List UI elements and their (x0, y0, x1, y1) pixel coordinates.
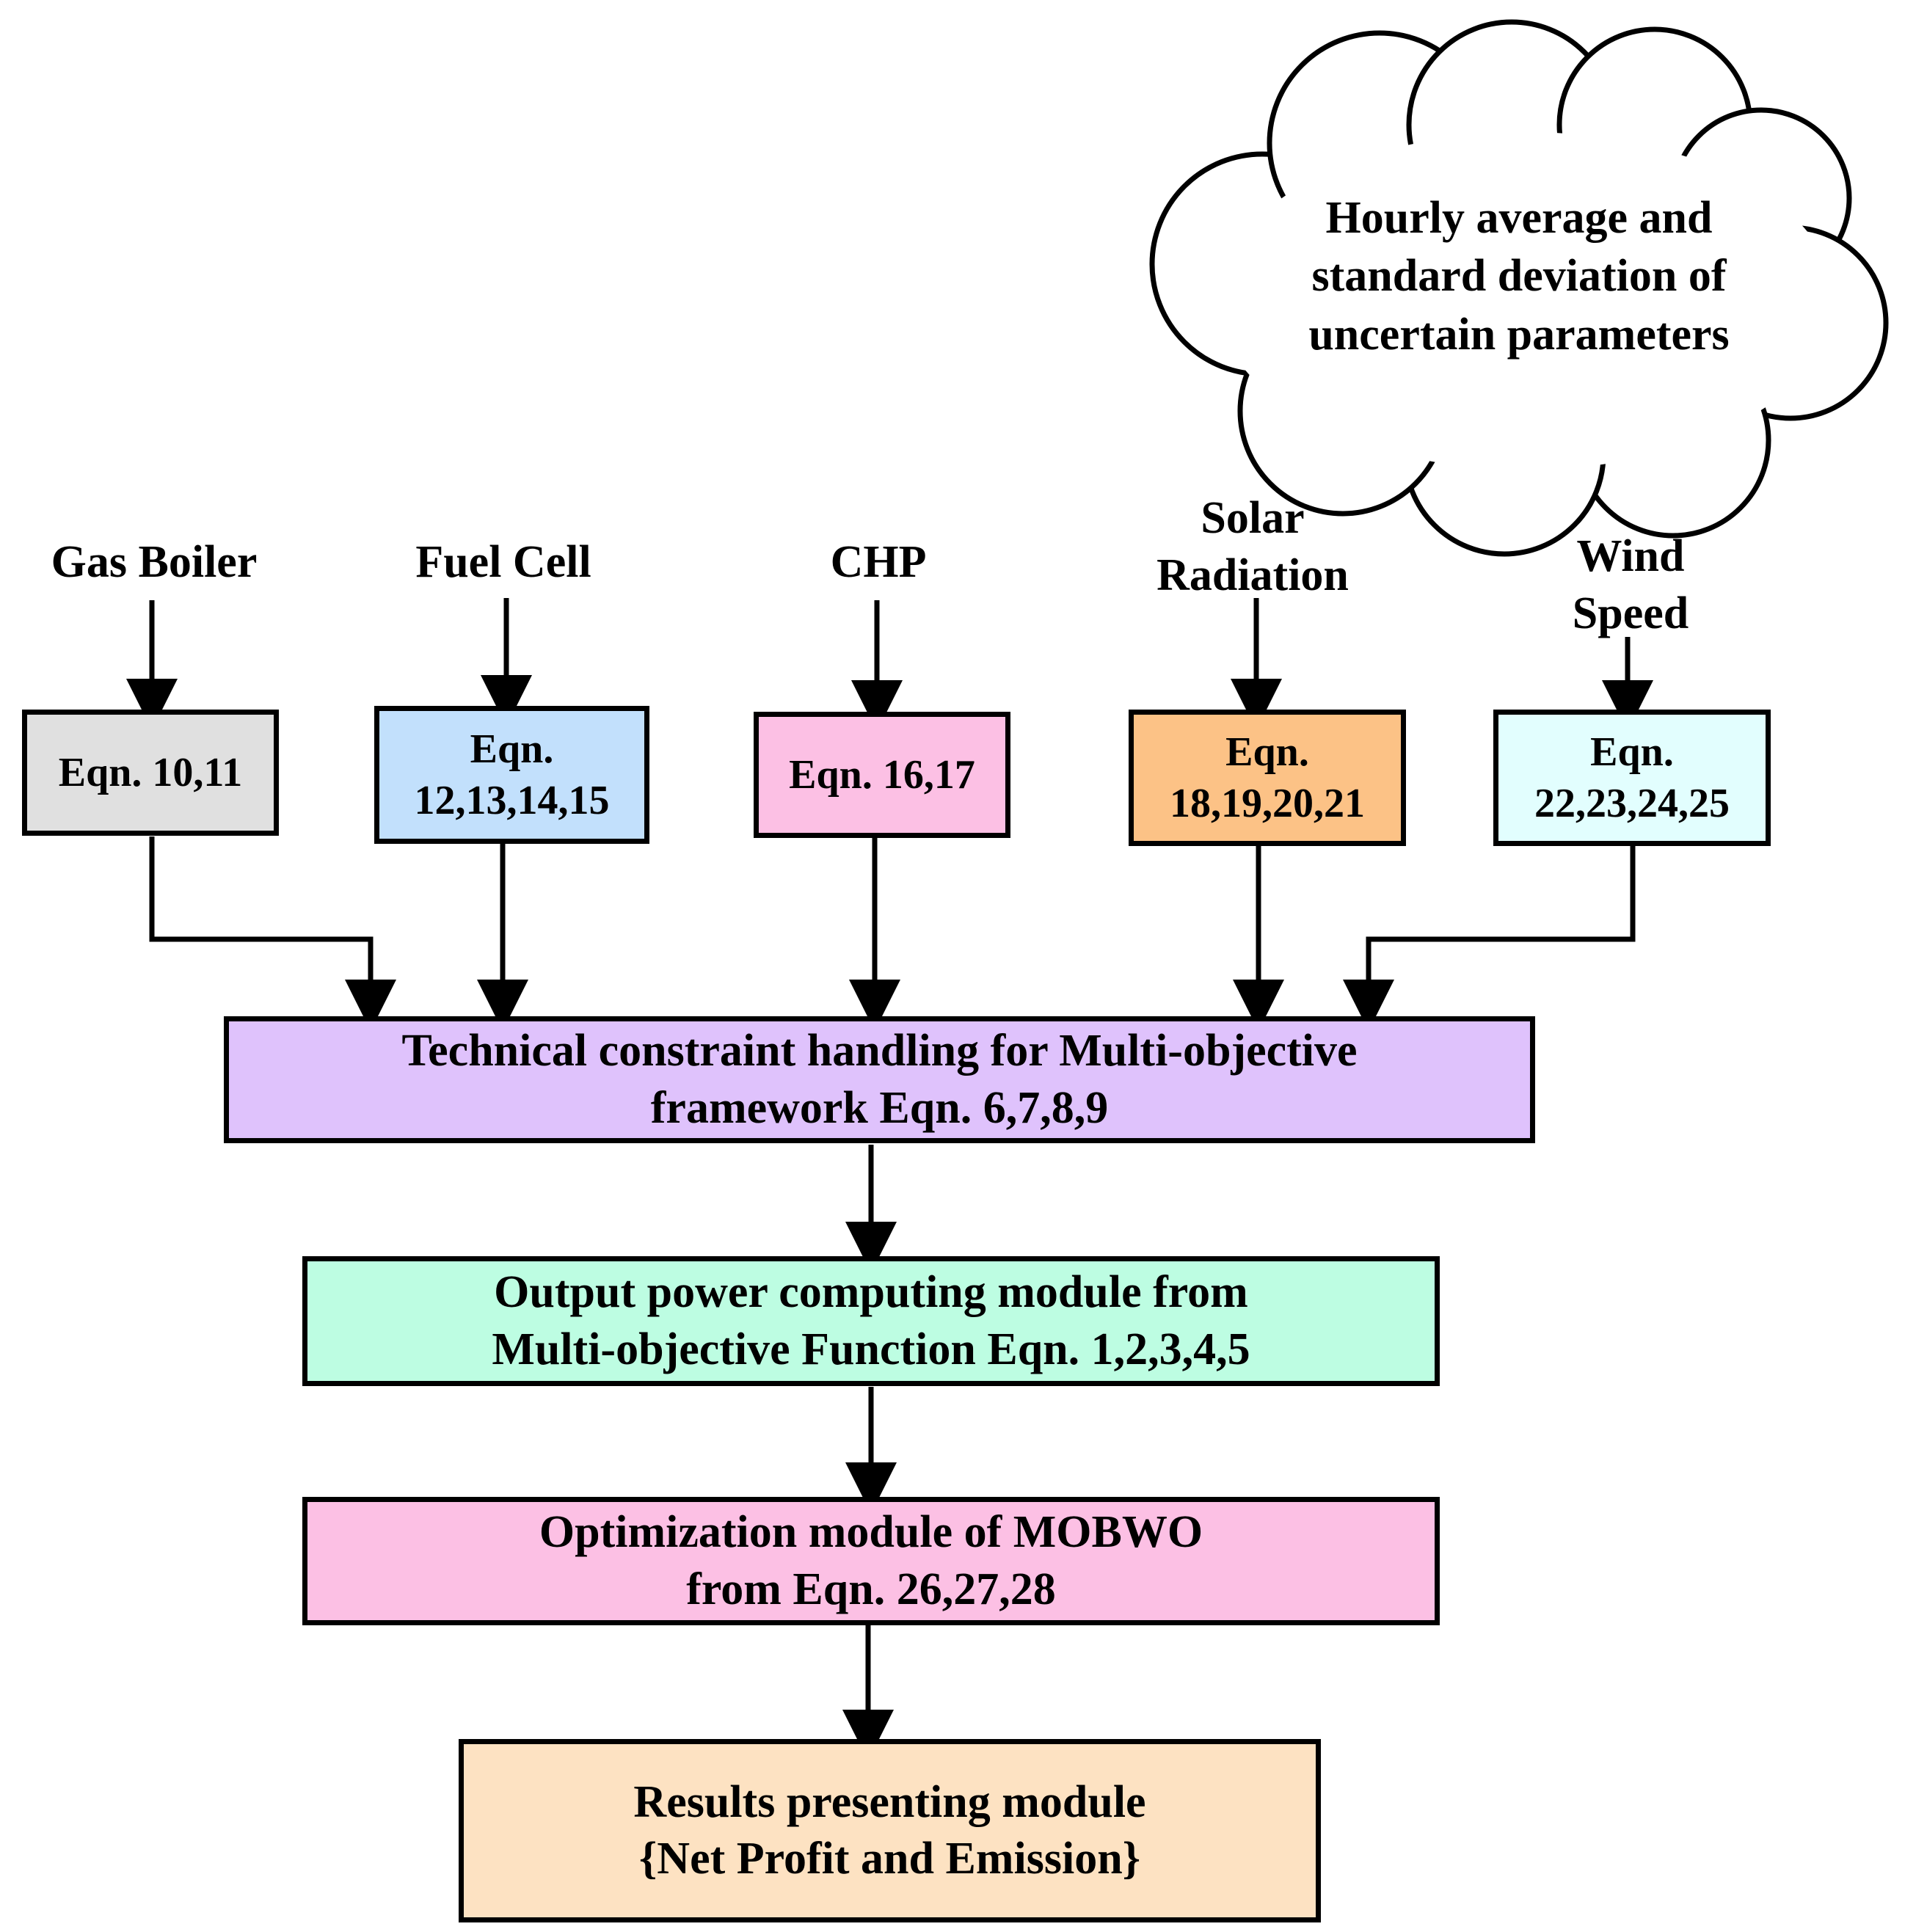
optimization-line-2: from Eqn. 26,27,28 (686, 1564, 1056, 1614)
output-line-1: Output power computing module from (494, 1267, 1248, 1317)
fuel-cell-eqn-box: Eqn. 12,13,14,15 (374, 706, 649, 844)
chp-eqn-box: Eqn. 16,17 (754, 712, 1010, 838)
cloud-line-1: Hourly average and (1325, 193, 1713, 243)
gas-boiler-eqn-box: Eqn. 10,11 (22, 710, 279, 836)
gas-boiler-eqn-text: Eqn. 10,11 (58, 750, 243, 795)
wind-eqn-box: Eqn. 22,23,24,25 (1493, 710, 1771, 846)
wind-eqn-line-1: Eqn. (1590, 729, 1674, 775)
results-module-box: Results presenting module {Net Profit an… (459, 1739, 1321, 1922)
wind-label-line-2: Speed (1572, 588, 1689, 638)
constraint-line-2: framework Eqn. 6,7,8,9 (650, 1082, 1109, 1133)
gas-boiler-label: Gas Boiler (51, 537, 258, 587)
results-line-2: {Net Profit and Emission} (638, 1834, 1141, 1884)
cloud-label: Hourly average and standard deviation of… (1240, 189, 1798, 364)
optimization-line-1: Optimization module of MOBWO (539, 1507, 1203, 1557)
wind-label-line-1: Wind (1576, 531, 1685, 581)
solar-eqn-box: Eqn. 18,19,20,21 (1129, 710, 1406, 846)
wind-speed-label: Wind Speed (1476, 528, 1785, 642)
results-line-1: Results presenting module (633, 1776, 1146, 1827)
fuel-cell-eqn-line-1: Eqn. (470, 726, 554, 772)
output-module-box: Output power computing module from Multi… (302, 1256, 1440, 1386)
constraint-line-1: Technical constraint handling for Multi-… (401, 1026, 1358, 1076)
cloud-shape (1149, 19, 1889, 557)
fuel-cell-eqn-line-2: 12,13,14,15 (414, 778, 610, 823)
wind-eqn-line-2: 22,23,24,25 (1534, 781, 1730, 826)
solar-label-line-1: Solar (1201, 493, 1305, 543)
solar-eqn-line-1: Eqn. (1225, 729, 1309, 775)
chp-eqn-text: Eqn. 16,17 (789, 752, 975, 798)
solar-radiation-label: Solar Radiation (1099, 490, 1407, 604)
solar-eqn-line-2: 18,19,20,21 (1170, 781, 1365, 826)
output-line-2: Multi-objective Function Eqn. 1,2,3,4,5 (492, 1324, 1250, 1374)
optimization-module-box: Optimization module of MOBWO from Eqn. 2… (302, 1497, 1440, 1625)
constraint-module-box: Technical constraint handling for Multi-… (224, 1016, 1535, 1143)
arrow-wind-eqn-to-constraint (1343, 844, 1636, 1031)
cloud-line-2: standard deviation of (1311, 251, 1727, 302)
solar-label-line-2: Radiation (1156, 550, 1349, 600)
cloud-line-3: uncertain parameters (1308, 309, 1730, 360)
fuel-cell-label: Fuel Cell (415, 537, 591, 587)
chp-label: CHP (830, 537, 927, 587)
arrow-gas-boiler-eqn-to-constraint (149, 836, 396, 1031)
